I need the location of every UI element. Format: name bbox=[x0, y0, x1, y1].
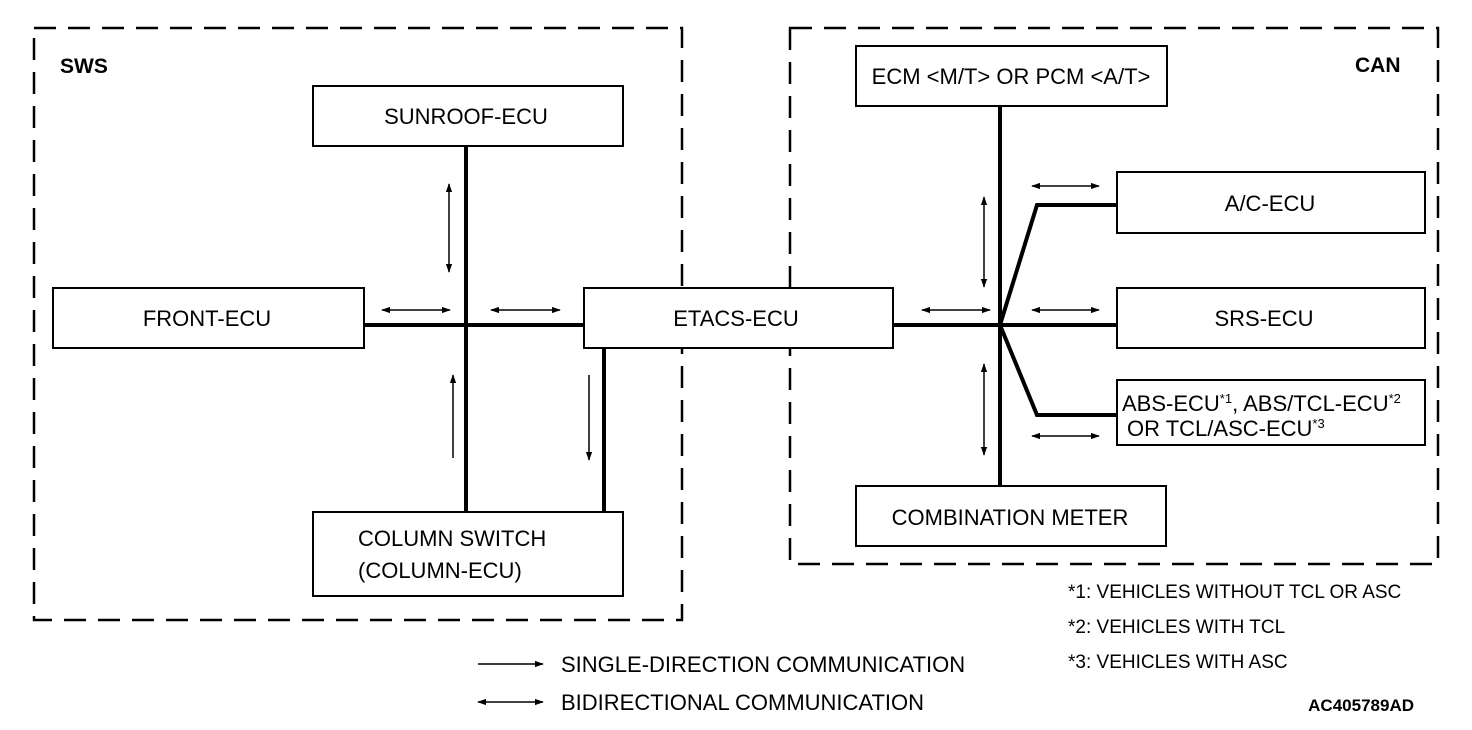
etacs-ecu-label: ETACS-ECU bbox=[673, 306, 799, 331]
ecm-pcm-box bbox=[855, 45, 1168, 107]
etacs-ecu-box bbox=[583, 287, 894, 349]
abs-ecu-label-line1: ABS-ECU*1, ABS/TCL-ECU*2 bbox=[1122, 391, 1401, 416]
combination-meter-label: COMBINATION METER bbox=[892, 505, 1129, 530]
front-ecu-label: FRONT-ECU bbox=[143, 306, 271, 331]
legend-bidirectional-text: BIDIRECTIONAL COMMUNICATION bbox=[561, 690, 924, 715]
sws-group-label: SWS bbox=[60, 55, 108, 78]
ac-ecu-label: A/C-ECU bbox=[1225, 191, 1315, 216]
front-ecu-box bbox=[52, 287, 365, 349]
figure-code: AC405789AD bbox=[1308, 696, 1414, 715]
srs-ecu-box bbox=[1116, 287, 1426, 349]
ac-ecu-box bbox=[1116, 171, 1426, 234]
abs-ecu-label-line2: OR TCL/ASC-ECU*3 bbox=[1127, 416, 1325, 441]
column-switch-box bbox=[312, 511, 624, 597]
column-switch-label-line2: (COLUMN-ECU) bbox=[358, 558, 522, 583]
ecm-pcm-label: ECM <M/T> OR PCM <A/T> bbox=[872, 64, 1151, 89]
footnote-2: *2: VEHICLES WITH TCL bbox=[1068, 617, 1285, 638]
abs-ecu-box bbox=[1116, 379, 1426, 446]
sunroof-ecu-label: SUNROOF-ECU bbox=[384, 104, 548, 129]
can-bus-lines bbox=[893, 106, 1117, 486]
combination-meter-box bbox=[855, 485, 1167, 547]
srs-ecu-label: SRS-ECU bbox=[1214, 306, 1313, 331]
sunroof-ecu-box bbox=[312, 85, 624, 147]
footnote-1: *1: VEHICLES WITHOUT TCL OR ASC bbox=[1068, 582, 1401, 603]
sws-bus-lines bbox=[364, 146, 606, 512]
can-group-label: CAN bbox=[1355, 54, 1401, 77]
column-switch-label-line1: COLUMN SWITCH bbox=[358, 526, 546, 551]
can-group-border bbox=[788, 26, 1440, 566]
legend-single-text: SINGLE-DIRECTION COMMUNICATION bbox=[561, 652, 965, 677]
sws-group-border bbox=[32, 26, 684, 622]
footnote-3: *3: VEHICLES WITH ASC bbox=[1068, 652, 1288, 673]
